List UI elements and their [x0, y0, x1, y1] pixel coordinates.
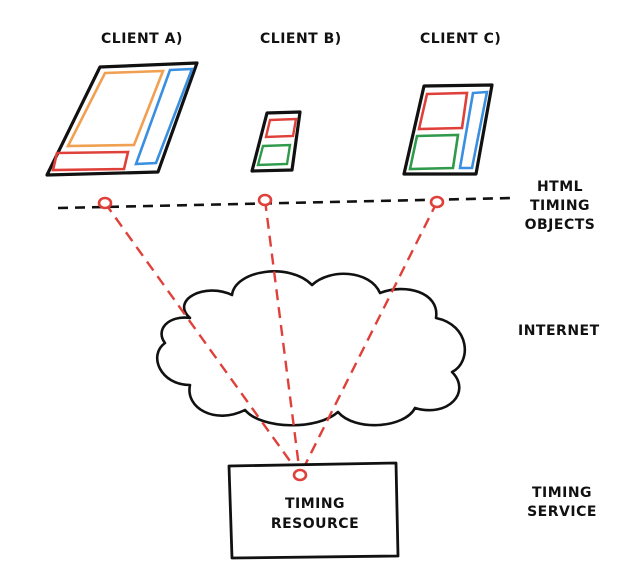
timing-service-label: TIMING SERVICE — [522, 484, 602, 522]
client-c-green-panel — [408, 133, 460, 171]
timing-resource-label-line-1: TIMING — [284, 496, 346, 512]
client-a-blue-panel — [134, 67, 194, 166]
timing-object-marker-b — [257, 193, 273, 207]
client-b-red-panel — [264, 117, 298, 139]
client-b-green-panel — [256, 143, 292, 167]
timing-service-label-line-2: SERVICE — [527, 504, 597, 520]
client-b-device — [250, 110, 302, 173]
connection-line-c — [298, 201, 439, 476]
internet-label: INTERNET — [518, 323, 600, 339]
internet-cloud — [155, 270, 467, 427]
timing-resource-label-line-2: RESOURCE — [270, 516, 360, 532]
client-c-red-panel — [417, 91, 469, 131]
client-a-label: CLIENT A) — [101, 31, 183, 47]
client-a-orange-panel — [65, 69, 165, 148]
timing-object-marker-c — [429, 195, 445, 209]
connection-line-a — [104, 202, 301, 476]
timing-service-label-line-1: TIMING — [531, 485, 593, 501]
client-b-label: CLIENT B) — [260, 31, 342, 47]
client-c-device — [402, 83, 494, 176]
timing-resource-label: TIMING RESOURCE — [263, 494, 367, 534]
timing-objects-label-line-3: OBJECTS — [524, 217, 596, 233]
client-c-blue-panel — [458, 90, 489, 170]
timing-resource-marker — [292, 468, 308, 482]
timing-objects-label: HTML TIMING OBJECTS — [520, 178, 600, 235]
timing-objects-label-line-1: HTML — [536, 179, 584, 195]
client-a-red-panel — [51, 150, 130, 172]
timing-resource-box — [227, 461, 400, 560]
client-a-device — [45, 61, 199, 177]
client-c-label: CLIENT C) — [420, 31, 502, 47]
timing-object-marker-a — [97, 196, 113, 210]
connection-line-b — [263, 199, 302, 476]
timing-objects-label-line-2: TIMING — [529, 198, 591, 214]
